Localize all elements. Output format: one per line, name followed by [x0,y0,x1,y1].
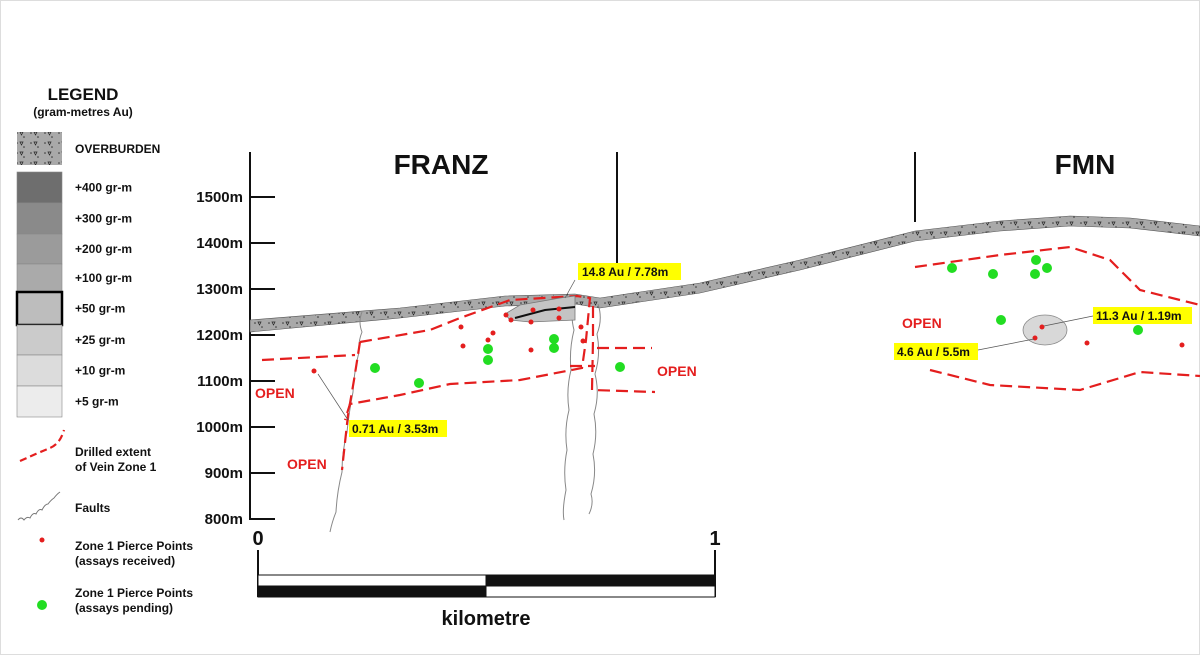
grade-label: +300 gr-m [75,212,132,226]
callout-leaders [317,279,1094,421]
scale-bar: 0 1 kilometre [252,528,720,630]
grade-swatch [16,202,63,235]
assay-label: 0.71 Au / 3.53m [352,422,438,436]
open-label: OPEN [902,315,942,331]
grade-swatch [16,233,63,265]
pierce-received-symbol [39,537,45,543]
pierce-received-label-2: (assays received) [75,554,175,568]
overburden-layer [249,215,1200,333]
grade-swatch [15,290,64,327]
open-label: OPEN [255,385,295,401]
pierce-points-pending [370,255,1143,388]
assay-highlight [1093,307,1192,324]
legend: LEGEND (gram-metres Au) OVERBURDEN +400 … [15,85,193,615]
drilled-label-2: of Vein Zone 1 [75,460,157,474]
open-label: OPEN [657,363,697,379]
grade-label: +50 gr-m [75,302,125,316]
assay-highlight [894,343,978,360]
overburden-swatch [17,132,62,165]
elevation-label: 800m [205,511,243,528]
scale-one: 1 [709,528,720,550]
fault-symbol [17,491,61,521]
legend-title: LEGEND [48,85,119,104]
faults [329,299,601,533]
assay-highlight [578,263,681,280]
grade-label: +100 gr-m [75,271,132,285]
overburden-label: OVERBURDEN [75,142,160,156]
scale-zero: 0 [252,528,263,550]
fmn-label: FMN [1055,149,1116,180]
elevation-axis: 1500m 1400m 1300m 1200m 1100m 1000m 900m 800m [196,152,275,528]
pierce-pending-label-1: Zone 1 Pierce Points [75,586,193,600]
fmn-grade-ellipse [1022,314,1068,346]
grade-swatch [16,171,63,204]
scale-unit: kilometre [442,608,531,630]
assay-label: 14.8 Au / 7.78m [582,265,668,279]
assay-label: 11.3 Au / 1.19m [1096,309,1182,323]
legend-subtitle: (gram-metres Au) [33,105,133,119]
assay-highlight [349,420,447,437]
pierce-pending-symbol [37,600,47,610]
pierce-pending-label-2: (assays pending) [75,601,173,615]
pierce-points-received [311,306,1185,374]
assay-label: 4.6 Au / 5.5m [897,345,970,359]
pierce-received-label-1: Zone 1 Pierce Points [75,539,193,553]
franz-label: FRANZ [394,149,489,180]
elevation-label: 1300m [196,281,243,298]
elevation-label: 1000m [196,419,243,436]
grade-swatch [16,263,63,293]
grade-label: +25 gr-m [75,333,125,347]
elevation-label: 1500m [196,189,243,206]
drilled-label-1: Drilled extent [75,445,151,459]
grade-label: +200 gr-m [75,242,132,256]
grade-label: +400 gr-m [75,181,132,195]
grade-label: +5 gr-m [75,395,119,409]
elevation-label: 900m [205,465,243,482]
grade-swatch [16,385,63,418]
grade-swatch [16,324,63,356]
open-label: OPEN [287,456,327,472]
drilled-extent-symbol [19,429,66,463]
elevation-label: 1400m [196,235,243,252]
grade-swatch [16,354,63,387]
grade-label: +10 gr-m [75,364,125,378]
vein-zone-extent [261,245,1200,471]
elevation-label: 1200m [196,327,243,344]
faults-label: Faults [75,501,111,515]
high-grade-core [514,306,576,319]
elevation-label: 1100m [197,373,243,390]
